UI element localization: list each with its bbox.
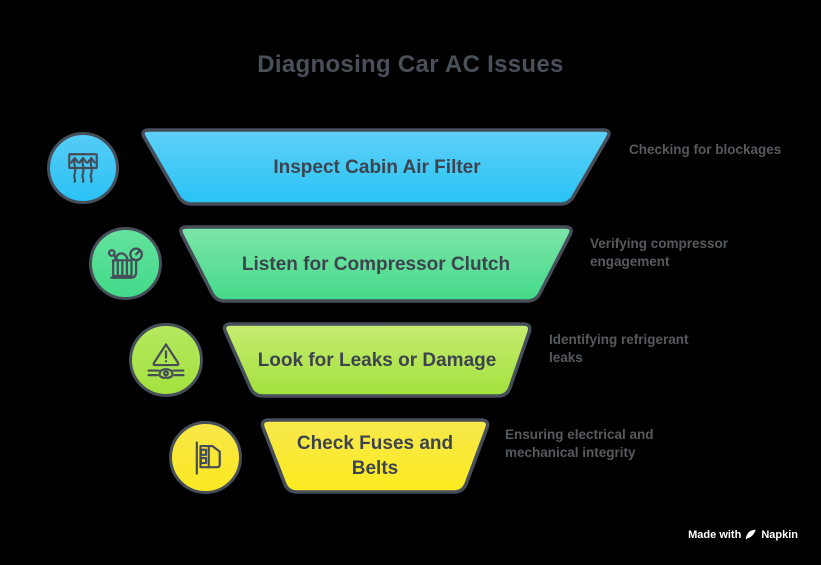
funnel-step-1-annotation: Checking for blockages <box>629 142 782 157</box>
cabin-air-filter-icon <box>47 132 119 204</box>
page-title: Diagnosing Car AC Issues <box>257 51 564 78</box>
leak-warning-glyph <box>147 343 185 379</box>
made-with-napkin-badge[interactable]: Made with Napkin <box>688 528 798 541</box>
funnel-step-1 <box>141 128 611 206</box>
fuse-icon <box>169 421 242 494</box>
compressor-gauge-glyph <box>107 246 143 279</box>
funnel-step-3-annotation: Identifying refrigerant leaks <box>549 332 689 365</box>
cabin-air-filter-glyph <box>68 153 98 183</box>
funnel-step-3 <box>222 322 532 398</box>
watermark-brand: Napkin <box>761 528 798 541</box>
funnel-step-4-annotation: Ensuring electrical and mechanical integ… <box>505 427 654 460</box>
funnel-step-4 <box>260 418 490 494</box>
compressor-gauge-icon <box>89 227 162 300</box>
funnel-step-2 <box>179 225 573 303</box>
funnel-step-2-annotation: Verifying compressor engagement <box>590 236 729 269</box>
leak-warning-icon <box>129 323 203 397</box>
watermark-prefix: Made with <box>688 528 742 541</box>
napkin-logo-icon <box>746 529 757 540</box>
fuse-glyph <box>195 440 221 475</box>
